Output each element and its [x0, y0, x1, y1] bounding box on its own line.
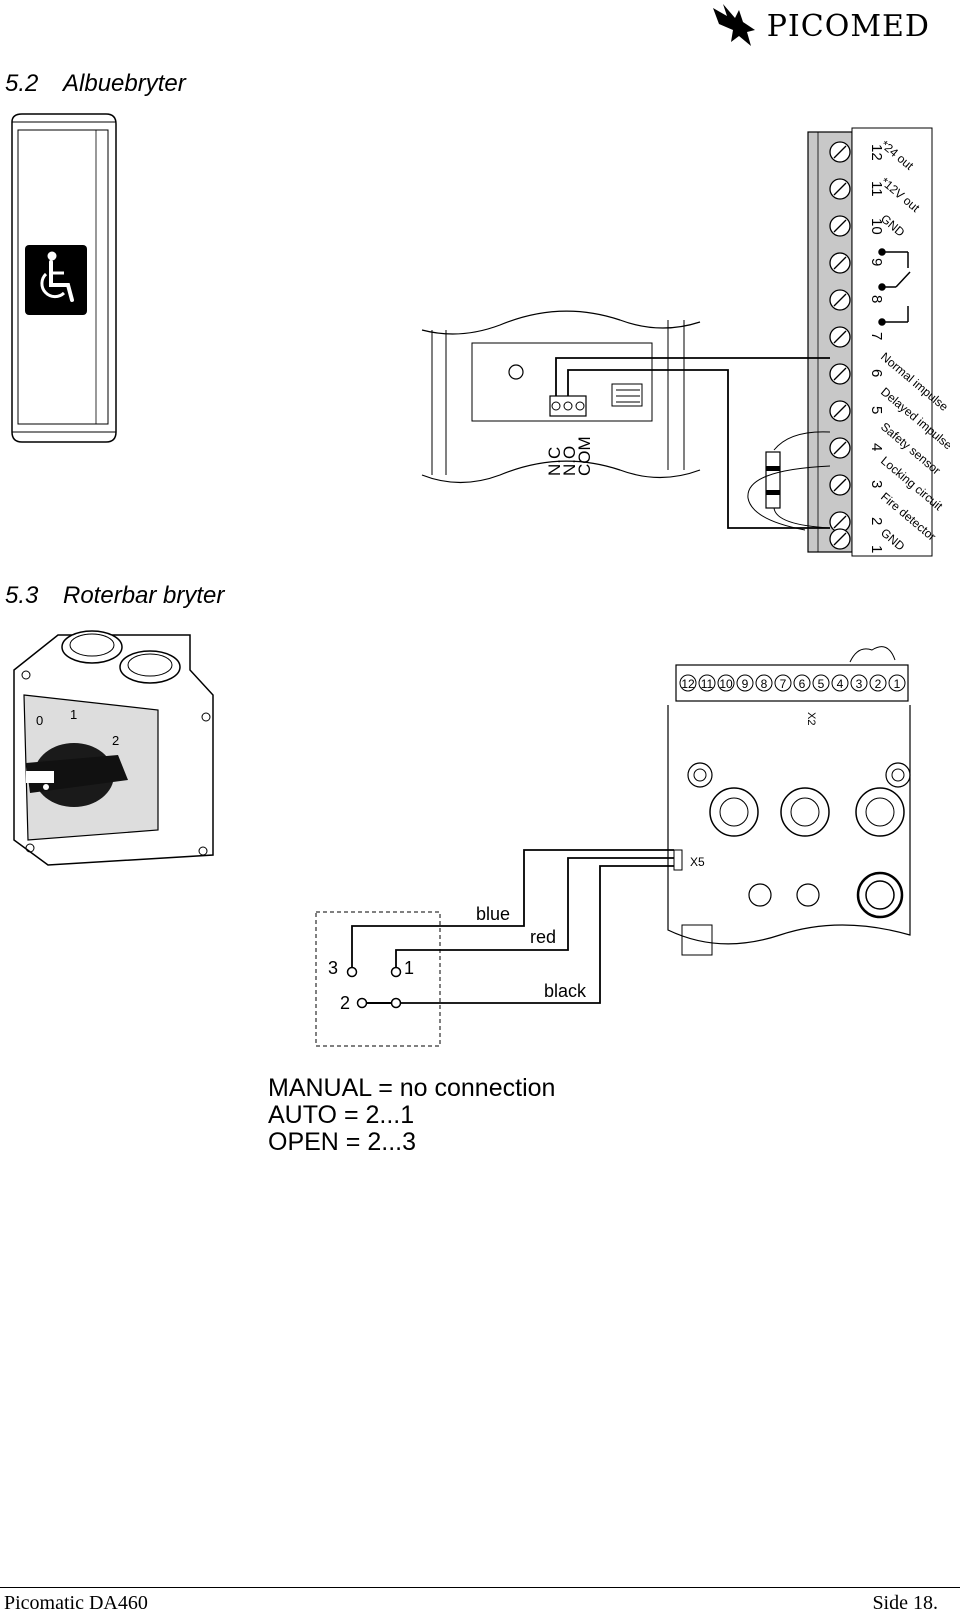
section-title: Roterbar bryter	[63, 582, 225, 609]
elbow-switch-wiring-diagram: N.C N.O COM 12 *24 out 11 *12V out 10 GN…	[421, 127, 950, 557]
terminal-number: 6	[868, 369, 885, 377]
position-label-2: 2	[112, 733, 119, 748]
board-terminal-number: 6	[799, 677, 806, 691]
legend-line: MANUAL = no connection	[268, 1074, 556, 1102]
terminal-screws	[829, 141, 851, 550]
terminal-number: 8	[868, 295, 885, 303]
legend-line: OPEN = 2...3	[268, 1128, 416, 1156]
board-terminal-number: 5	[818, 677, 825, 691]
board-terminal-number: 1	[894, 677, 901, 691]
contact-label-1: 1	[404, 958, 414, 978]
section-number: 5.3	[5, 582, 39, 609]
board-terminal-row: 12 11 10 9 8 7 6 5 4 3 2 1	[679, 674, 906, 692]
picomed-logo: PICOMED	[709, 2, 930, 50]
contact-label-2: 2	[340, 993, 350, 1013]
section-number: 5.2	[5, 70, 39, 97]
section-title: Albuebryter	[63, 70, 186, 97]
terminal-number: 12	[868, 144, 885, 161]
terminal-number: 10	[868, 218, 885, 235]
board-terminal-number: 9	[742, 677, 749, 691]
terminal-number: 7	[868, 332, 885, 340]
section-heading-5-2: 5.2 Albuebryter	[5, 70, 186, 98]
contact-label-3: 3	[328, 958, 338, 978]
board-terminal-number: 11	[701, 677, 714, 691]
terminal-number: 9	[868, 258, 885, 266]
board-terminal-number: 2	[875, 677, 882, 691]
wire-label-blue: blue	[476, 904, 510, 924]
board-terminal-number: 4	[837, 677, 844, 691]
logo-text: PICOMED	[766, 8, 930, 44]
wire-label-red: red	[530, 927, 556, 947]
board-terminal-number: 3	[856, 677, 863, 691]
footer-doc-title: Picomatic DA460	[4, 1592, 148, 1614]
footer-page-number: Side 18.	[872, 1592, 938, 1614]
terminal-label-com: COM	[575, 436, 594, 476]
switch-box	[315, 911, 441, 1047]
switch-contacts	[346, 966, 402, 1009]
resistor	[747, 431, 831, 531]
bird-hands-logo-icon	[712, 4, 755, 46]
relay-contact-symbol	[878, 248, 911, 326]
terminal-label-nc: N.C	[545, 447, 564, 476]
rotary-switch-device: 0 1 2	[13, 630, 214, 866]
terminal-label-no: N.O	[560, 446, 579, 476]
footer-rule	[0, 1587, 960, 1588]
rotary-switch-wiring-diagram: 12 11 10 9 8 7 6 5 4 3 2 1 X2 X5 blue re…	[315, 646, 911, 1047]
elbow-switch-device	[11, 113, 117, 443]
terminal-number: 11	[868, 181, 885, 197]
position-label-1: 1	[70, 707, 77, 722]
board-label-x2: X2	[805, 712, 817, 725]
terminal-number: 5	[868, 406, 885, 414]
board-terminal-number: 12	[681, 677, 695, 691]
wire-label-black: black	[544, 981, 587, 1001]
wheelchair-icon	[25, 245, 87, 315]
terminal-number: 4	[868, 443, 885, 451]
position-label-0: 0	[36, 713, 43, 728]
board-terminal-number: 8	[761, 677, 768, 691]
board-terminal-number: 10	[719, 677, 733, 691]
board-terminal-number: 7	[780, 677, 787, 691]
terminal-number: 3	[868, 480, 885, 488]
board-label-x5: X5	[690, 855, 705, 869]
legend-line: AUTO = 2...1	[268, 1101, 415, 1129]
terminal-number: 2	[868, 517, 885, 525]
section-heading-5-3: 5.3 Roterbar bryter	[5, 582, 224, 610]
terminal-number: 1	[868, 545, 885, 553]
switch-position-legend: MANUAL = no connection AUTO = 2...1 OPEN…	[268, 1075, 555, 1156]
